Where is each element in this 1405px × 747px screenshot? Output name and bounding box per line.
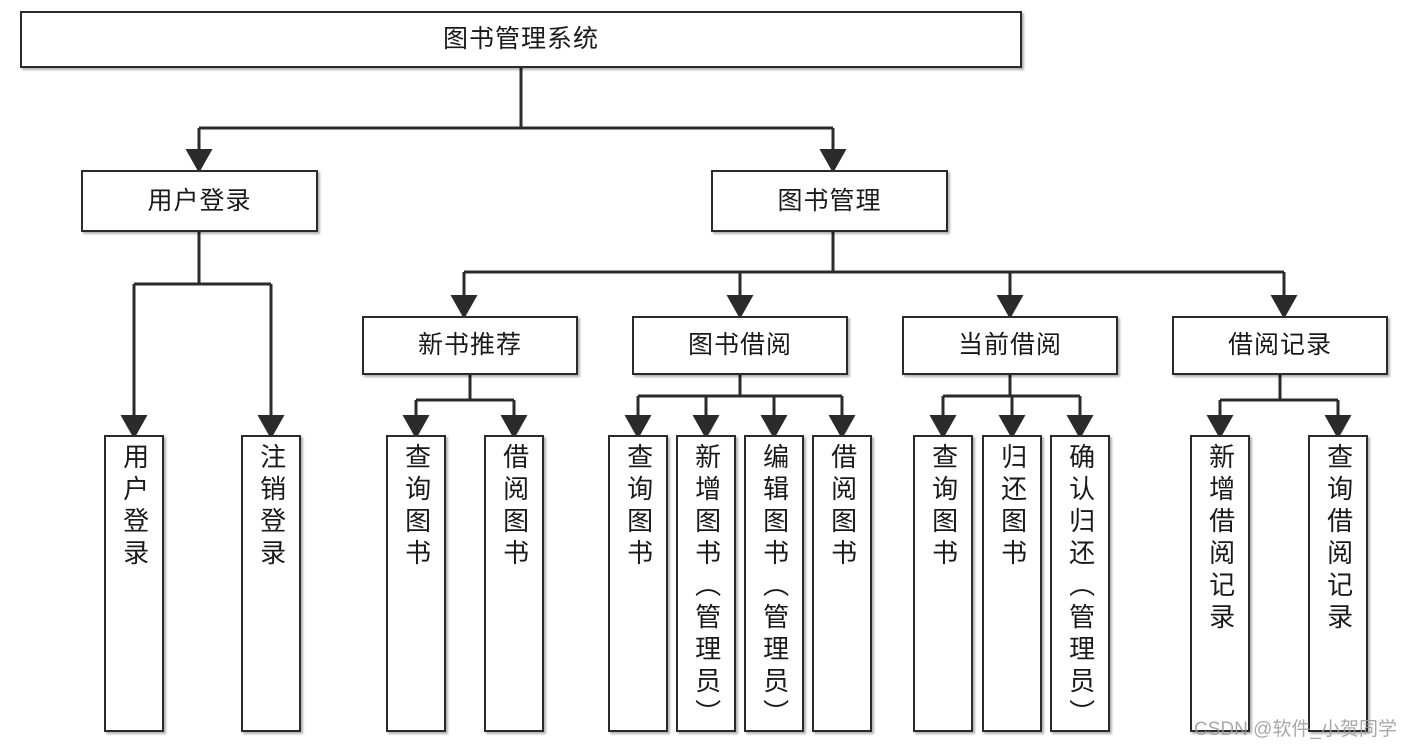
leaf-query-borrow-record[interactable]: 查询借阅记录	[1308, 435, 1368, 732]
leaf-query-book-borrow[interactable]: 查询图书	[608, 435, 668, 732]
node-new-book-recommend[interactable]: 新书推荐	[362, 316, 578, 375]
node-label: 编辑图书（管理员）	[759, 443, 790, 731]
leaf-add-borrow-record[interactable]: 新增借阅记录	[1190, 435, 1250, 732]
node-label: 归还图书	[997, 443, 1028, 571]
leaf-borrow-book-recommend[interactable]: 借阅图书	[484, 435, 544, 732]
leaf-edit-book[interactable]: 编辑图书（管理员）	[744, 435, 804, 732]
node-label: 用户登录	[147, 186, 252, 215]
node-label: 新书推荐	[417, 331, 522, 360]
leaf-query-book-recommend[interactable]: 查询图书	[386, 435, 446, 732]
node-label: 查询图书	[928, 443, 959, 571]
node-label: 确认归还（管理员）	[1065, 443, 1096, 731]
node-book-management[interactable]: 图书管理	[711, 170, 948, 232]
node-user-login[interactable]: 用户登录	[81, 170, 318, 232]
node-label: 当前借阅	[957, 331, 1062, 360]
node-label: 新增借阅记录	[1205, 443, 1236, 635]
node-root-system[interactable]: 图书管理系统	[20, 11, 1022, 68]
node-label: 图书管理系统	[442, 25, 599, 54]
leaf-borrow-book[interactable]: 借阅图书	[812, 435, 872, 732]
node-label: 用户登录	[119, 443, 150, 571]
node-label: 借阅图书	[827, 443, 858, 571]
node-label: 借阅记录	[1227, 331, 1332, 360]
csdn-watermark: CSDN @软件_小贺同学	[1194, 719, 1397, 740]
node-label: 图书管理	[777, 186, 882, 215]
leaf-user-login[interactable]: 用户登录	[104, 435, 164, 732]
leaf-logout-login[interactable]: 注销登录	[241, 435, 301, 732]
node-label: 新增图书（管理员）	[691, 443, 722, 731]
node-current-borrow[interactable]: 当前借阅	[902, 316, 1118, 375]
leaf-confirm-return[interactable]: 确认归还（管理员）	[1050, 435, 1110, 732]
node-borrow-record[interactable]: 借阅记录	[1172, 316, 1388, 375]
leaf-query-book-current[interactable]: 查询图书	[913, 435, 973, 732]
leaf-add-book[interactable]: 新增图书（管理员）	[676, 435, 736, 732]
node-label: 图书借阅	[687, 331, 792, 360]
node-label: 注销登录	[256, 443, 287, 571]
node-book-borrow[interactable]: 图书借阅	[632, 316, 848, 375]
node-label: 借阅图书	[499, 443, 530, 571]
node-label: 查询图书	[401, 443, 432, 571]
leaf-return-book[interactable]: 归还图书	[982, 435, 1042, 732]
node-label: 查询借阅记录	[1323, 443, 1354, 635]
node-label: 查询图书	[623, 443, 654, 571]
